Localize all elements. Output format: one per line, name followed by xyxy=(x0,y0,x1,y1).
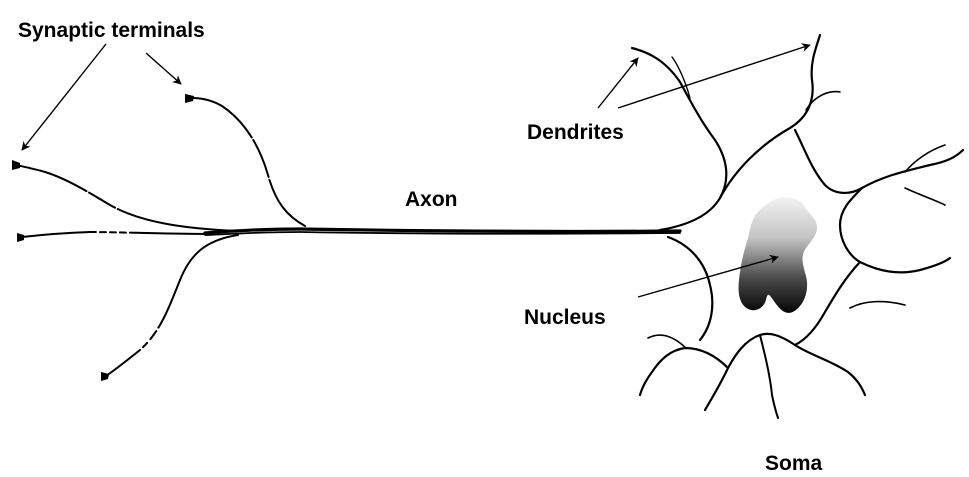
axon-branches xyxy=(16,98,305,376)
axon xyxy=(205,229,680,235)
synaptic-terminals-pointers xyxy=(22,44,181,150)
pointer-arrow xyxy=(22,44,106,150)
label-nucleus: Nucleus xyxy=(524,306,606,329)
label-dendrites: Dendrites xyxy=(527,121,624,144)
synaptic-terminal-2 xyxy=(185,94,194,103)
synaptic-terminal-3 xyxy=(17,233,24,242)
dendrites-pointers xyxy=(598,45,810,108)
pointer-arrow xyxy=(146,53,181,84)
label-soma: Soma xyxy=(765,452,823,475)
pointer-arrow xyxy=(598,58,638,108)
pointer-arrow xyxy=(618,45,810,108)
label-synaptic-terminals: Synaptic terminals xyxy=(18,19,205,42)
nucleus xyxy=(739,197,818,313)
synaptic-terminal-4 xyxy=(101,372,109,381)
synaptic-terminal-1 xyxy=(12,160,20,170)
label-axon: Axon xyxy=(405,188,458,211)
